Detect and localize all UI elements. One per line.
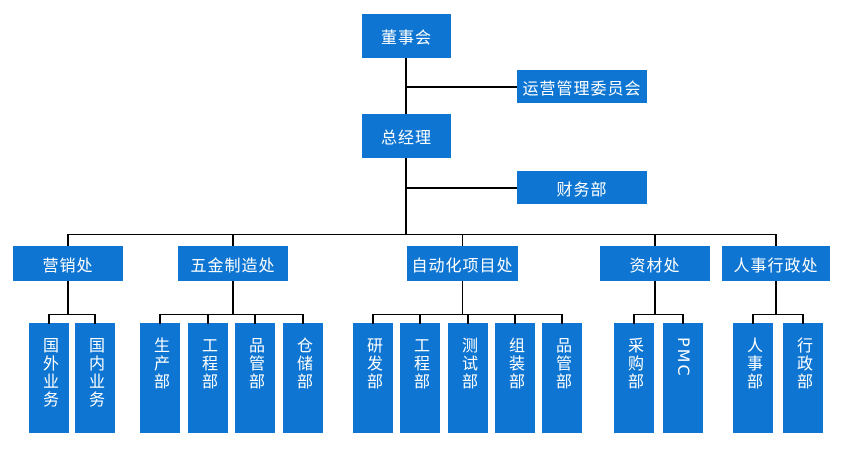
dept-node-engineering-automation: 工程部 (400, 313, 440, 433)
dept-node-domestic-business-label: 国内业务 (86, 337, 105, 409)
connector-stem-automation (461, 281, 464, 314)
connector-group-rail-materials (633, 313, 684, 315)
division-node-hardware-manufacturing-label: 五金制造处 (190, 255, 276, 275)
org-node-board: 董事会 (362, 14, 451, 58)
dept-node-assembly: 组装部 (495, 313, 535, 433)
dept-node-quality-hardware-label: 品管部 (246, 337, 265, 391)
connector-committee-branch (406, 86, 517, 88)
dept-node-hr-label: 人事部 (744, 337, 763, 391)
division-node-automation-projects-label: 自动化项目处 (411, 255, 514, 275)
division-node-marketing: 营销处 (13, 234, 123, 281)
dept-node-warehouse: 仓储部 (283, 313, 323, 433)
dept-node-testing-label: 测试部 (459, 337, 478, 391)
division-node-materials-label: 资材处 (629, 255, 681, 275)
connector-divisions-rail (67, 233, 777, 235)
connector-group-rail-hardware (159, 313, 304, 315)
org-node-committee: 运营管理委员会 (517, 70, 647, 103)
org-node-finance-label: 财务部 (556, 179, 608, 199)
connector-group-rail-hr-admin (752, 313, 804, 315)
connector-stem-hr-admin (775, 281, 777, 314)
org-node-finance: 财务部 (517, 171, 647, 204)
connector-stem-marketing (67, 281, 69, 314)
org-node-general-manager: 总经理 (362, 114, 451, 158)
org-node-committee-label: 运营管理委员会 (522, 78, 642, 98)
connector-board-to-gm (405, 58, 407, 114)
division-node-hr-admin-label: 人事行政处 (733, 255, 819, 275)
dept-node-engineering-automation-label: 工程部 (411, 337, 430, 391)
dept-node-purchasing-label: 采购部 (625, 337, 644, 391)
division-node-hr-admin: 人事行政处 (722, 234, 830, 281)
dept-node-testing: 测试部 (448, 313, 488, 433)
dept-node-quality-automation-label: 品管部 (553, 337, 572, 391)
division-node-materials: 资材处 (600, 234, 710, 281)
dept-node-admin: 行政部 (783, 313, 823, 433)
dept-node-overseas-business: 国外业务 (29, 313, 69, 433)
dept-node-engineering-hardware: 工程部 (188, 313, 228, 433)
connector-gm-to-rail (405, 158, 407, 234)
dept-node-rnd: 研发部 (353, 313, 393, 433)
dept-node-rnd-label: 研发部 (364, 337, 383, 391)
dept-node-quality-hardware: 品管部 (235, 313, 275, 433)
dept-node-pmc: PMC (663, 313, 703, 433)
dept-node-assembly-label: 组装部 (506, 337, 525, 391)
connector-group-rail-marketing (48, 313, 96, 315)
org-node-board-label: 董事会 (380, 28, 432, 47)
dept-node-production: 生产部 (140, 313, 180, 433)
dept-node-quality-automation: 品管部 (542, 313, 582, 433)
division-node-marketing-label: 营销处 (42, 255, 94, 275)
org-node-general-manager-label: 总经理 (380, 128, 432, 147)
dept-node-overseas-business-label: 国外业务 (40, 337, 59, 409)
division-node-automation-projects: 自动化项目处 (407, 234, 518, 281)
dept-node-engineering-hardware-label: 工程部 (199, 337, 218, 391)
dept-node-warehouse-label: 仓储部 (294, 337, 313, 391)
dept-node-domestic-business: 国内业务 (75, 313, 115, 433)
dept-node-purchasing: 采购部 (614, 313, 654, 433)
division-node-hardware-manufacturing: 五金制造处 (178, 234, 288, 281)
connector-stem-hardware (232, 281, 234, 314)
connector-stem-materials (654, 281, 656, 314)
dept-node-hr: 人事部 (733, 313, 773, 433)
dept-node-production-label: 生产部 (151, 337, 170, 391)
connector-finance-branch (406, 187, 517, 189)
dept-node-pmc-label: PMC (674, 337, 693, 378)
dept-node-admin-label: 行政部 (794, 337, 813, 391)
